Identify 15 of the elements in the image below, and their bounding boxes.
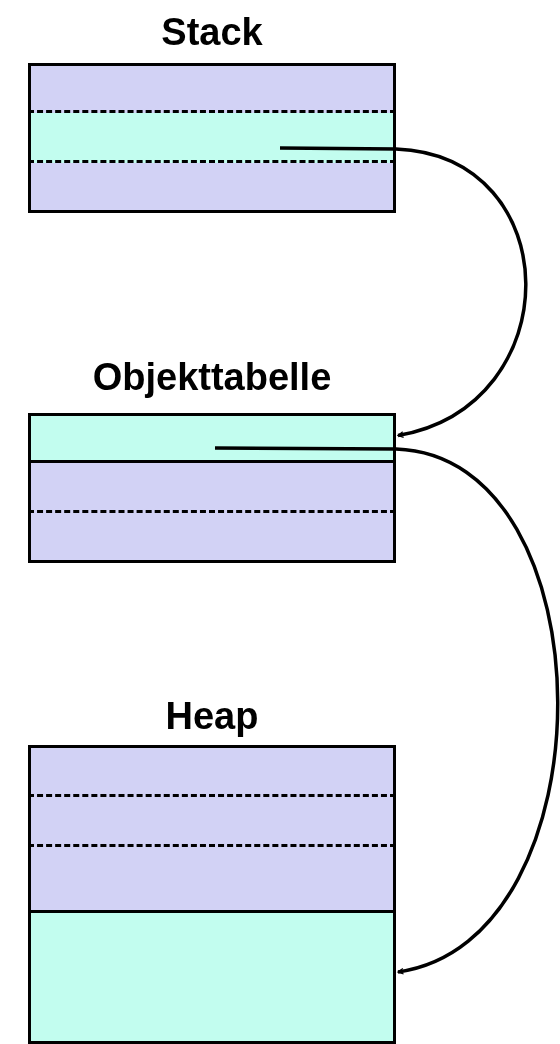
memory-slot — [28, 413, 396, 463]
memory-slot — [28, 513, 396, 563]
memory-slot — [28, 913, 396, 1044]
memory-slot — [28, 797, 396, 847]
memory-slot — [28, 847, 396, 913]
memory-slot — [28, 113, 396, 163]
arrow — [280, 146, 528, 438]
heading: Stack — [160, 10, 264, 55]
memory-slot — [28, 163, 396, 213]
arrow — [215, 446, 560, 974]
heading: Heap — [164, 694, 260, 739]
memory-slot — [28, 63, 396, 113]
memory-slot — [28, 463, 396, 513]
heading: Objekttabelle — [91, 355, 333, 400]
memory-slot — [28, 745, 396, 797]
